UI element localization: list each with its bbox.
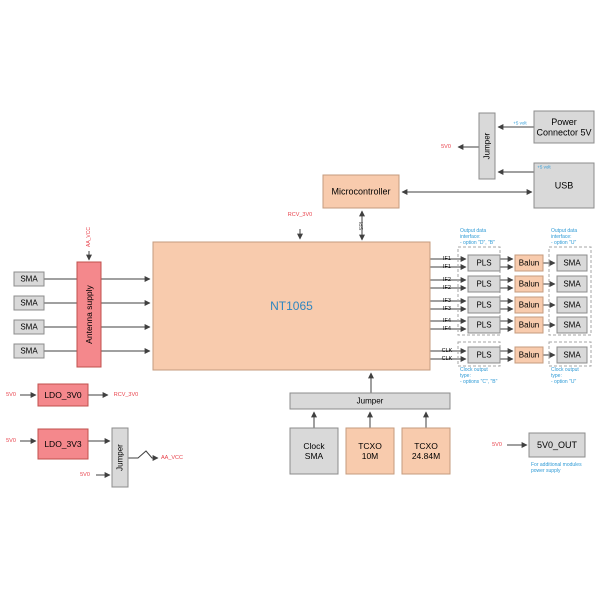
- pin-label: CLK: [442, 348, 453, 354]
- antenna-supply-block: [76, 261, 102, 368]
- usb-block-label: USB: [555, 181, 574, 191]
- balun-block-1-label: Balun: [519, 259, 539, 268]
- dashed-sma-data: [548, 246, 592, 336]
- balun-block-3-label: Balun: [519, 301, 539, 310]
- balun-block-1: [514, 254, 544, 272]
- sma-input-1: [13, 271, 45, 287]
- fivev0-ldo3v3-label: 5V0: [6, 438, 16, 444]
- pls-block-3: [467, 296, 501, 314]
- pin-label: IF3: [443, 306, 451, 312]
- ldo-3v3-block-label: LDO_3V3: [44, 439, 82, 449]
- pls-block-5-label: PLS: [476, 351, 491, 360]
- plus5v-top-label: +5 volt: [513, 121, 527, 126]
- microcontroller-block: [322, 174, 400, 209]
- pin-label: IF3: [443, 298, 451, 304]
- fivev0-jumper-label: 5V0: [80, 472, 90, 478]
- pin-label: IF2: [443, 285, 451, 291]
- usb-block: [533, 162, 595, 209]
- balun-block-3: [514, 296, 544, 314]
- pin-label: IF4: [443, 318, 451, 324]
- sma-output-2-label: SMA: [563, 280, 581, 289]
- aa-vcc-top-label: AA_VCC: [86, 227, 92, 247]
- balun-block-5-label: Balun: [519, 351, 539, 360]
- ldo-3v3-block: [37, 428, 89, 460]
- sma-output-2: [556, 275, 588, 293]
- pls-block-3-label: PLS: [476, 301, 491, 310]
- fivev0-ldo3v0-label: 5V0: [6, 392, 16, 398]
- sma-input-3-label: SMA: [20, 323, 38, 332]
- dashed-pls-clock: [457, 341, 501, 367]
- pin-label: IF4: [443, 326, 451, 332]
- balun-block-2: [514, 275, 544, 293]
- microcontroller-block-label: Microcontroller: [331, 187, 390, 197]
- sma-output-4: [556, 316, 588, 334]
- out-5v0-block: [528, 432, 586, 458]
- pls-block-2-label: PLS: [476, 280, 491, 289]
- sma-input-2-label: SMA: [20, 299, 38, 308]
- pin-label: CLK: [442, 356, 453, 362]
- pin-label: IF1: [443, 256, 451, 262]
- sma-output-4-label: SMA: [563, 321, 581, 330]
- sma-input-1-label: SMA: [20, 275, 38, 284]
- jumper-bottom-block-label: Jumper: [357, 397, 384, 406]
- pls-block-1: [467, 254, 501, 272]
- pls-block-1-label: PLS: [476, 259, 491, 268]
- rcv-3v0-top-label: RCV_3V0: [288, 212, 312, 218]
- sma-output-1-label: SMA: [563, 259, 581, 268]
- nt1065-block-label: NT1065: [270, 299, 313, 313]
- power-connector-block: [533, 110, 595, 144]
- pin-label: IF1: [443, 264, 451, 270]
- sma-output-5-label: SMA: [563, 351, 581, 360]
- sma-input-4: [13, 343, 45, 359]
- ldo-3v0-block: [37, 383, 89, 407]
- tcxo-2484m-block: [401, 427, 451, 475]
- sma-output-1: [556, 254, 588, 272]
- ldo-3v0-block-label: LDO_3V0: [44, 390, 82, 400]
- pls-block-5: [467, 346, 501, 364]
- balun-block-4-label: Balun: [519, 321, 539, 330]
- dashed-sma-clock: [548, 341, 592, 367]
- out-5v0-block-label: 5V0_OUT: [537, 440, 578, 450]
- sma-output-5: [556, 346, 588, 364]
- sma-output-3-label: SMA: [563, 301, 581, 310]
- spi-label: SPI: [359, 221, 365, 230]
- jumper-left-block-label: Jumper: [116, 444, 125, 471]
- fivev0-top-label: 5V0: [441, 144, 451, 150]
- balun-block-4: [514, 316, 544, 334]
- pls-block-4-label: PLS: [476, 321, 491, 330]
- balun-block-2-label: Balun: [519, 280, 539, 289]
- sma-input-3: [13, 319, 45, 335]
- jumper-switch-line: [128, 450, 159, 461]
- aa-vcc-bottom-label: AA_VCC: [161, 455, 183, 461]
- fivev0-out-label: 5V0: [492, 442, 502, 448]
- pls-block-2: [467, 275, 501, 293]
- rcv-3v0-ldo-label: RCV_3V0: [114, 392, 138, 398]
- antenna-supply-block-label: Antenna supply: [84, 284, 94, 343]
- balun-block-5: [514, 346, 544, 364]
- jumper-bottom-block: [289, 392, 451, 410]
- sma-input-2: [13, 295, 45, 311]
- clock-sma-block: [289, 427, 339, 475]
- pls-block-4: [467, 316, 501, 334]
- tcxo-10m-block: [345, 427, 395, 475]
- jumper-top-block: [478, 112, 496, 180]
- pin-label: IF2: [443, 277, 451, 283]
- jumper-top-block-label: Jumper: [483, 132, 492, 159]
- sma-output-3: [556, 296, 588, 314]
- nt1065-block: [152, 241, 431, 371]
- jumper-left-block: [111, 427, 129, 488]
- plus5v-usb-label: +5 volt: [537, 165, 551, 170]
- sma-input-4-label: SMA: [20, 347, 38, 356]
